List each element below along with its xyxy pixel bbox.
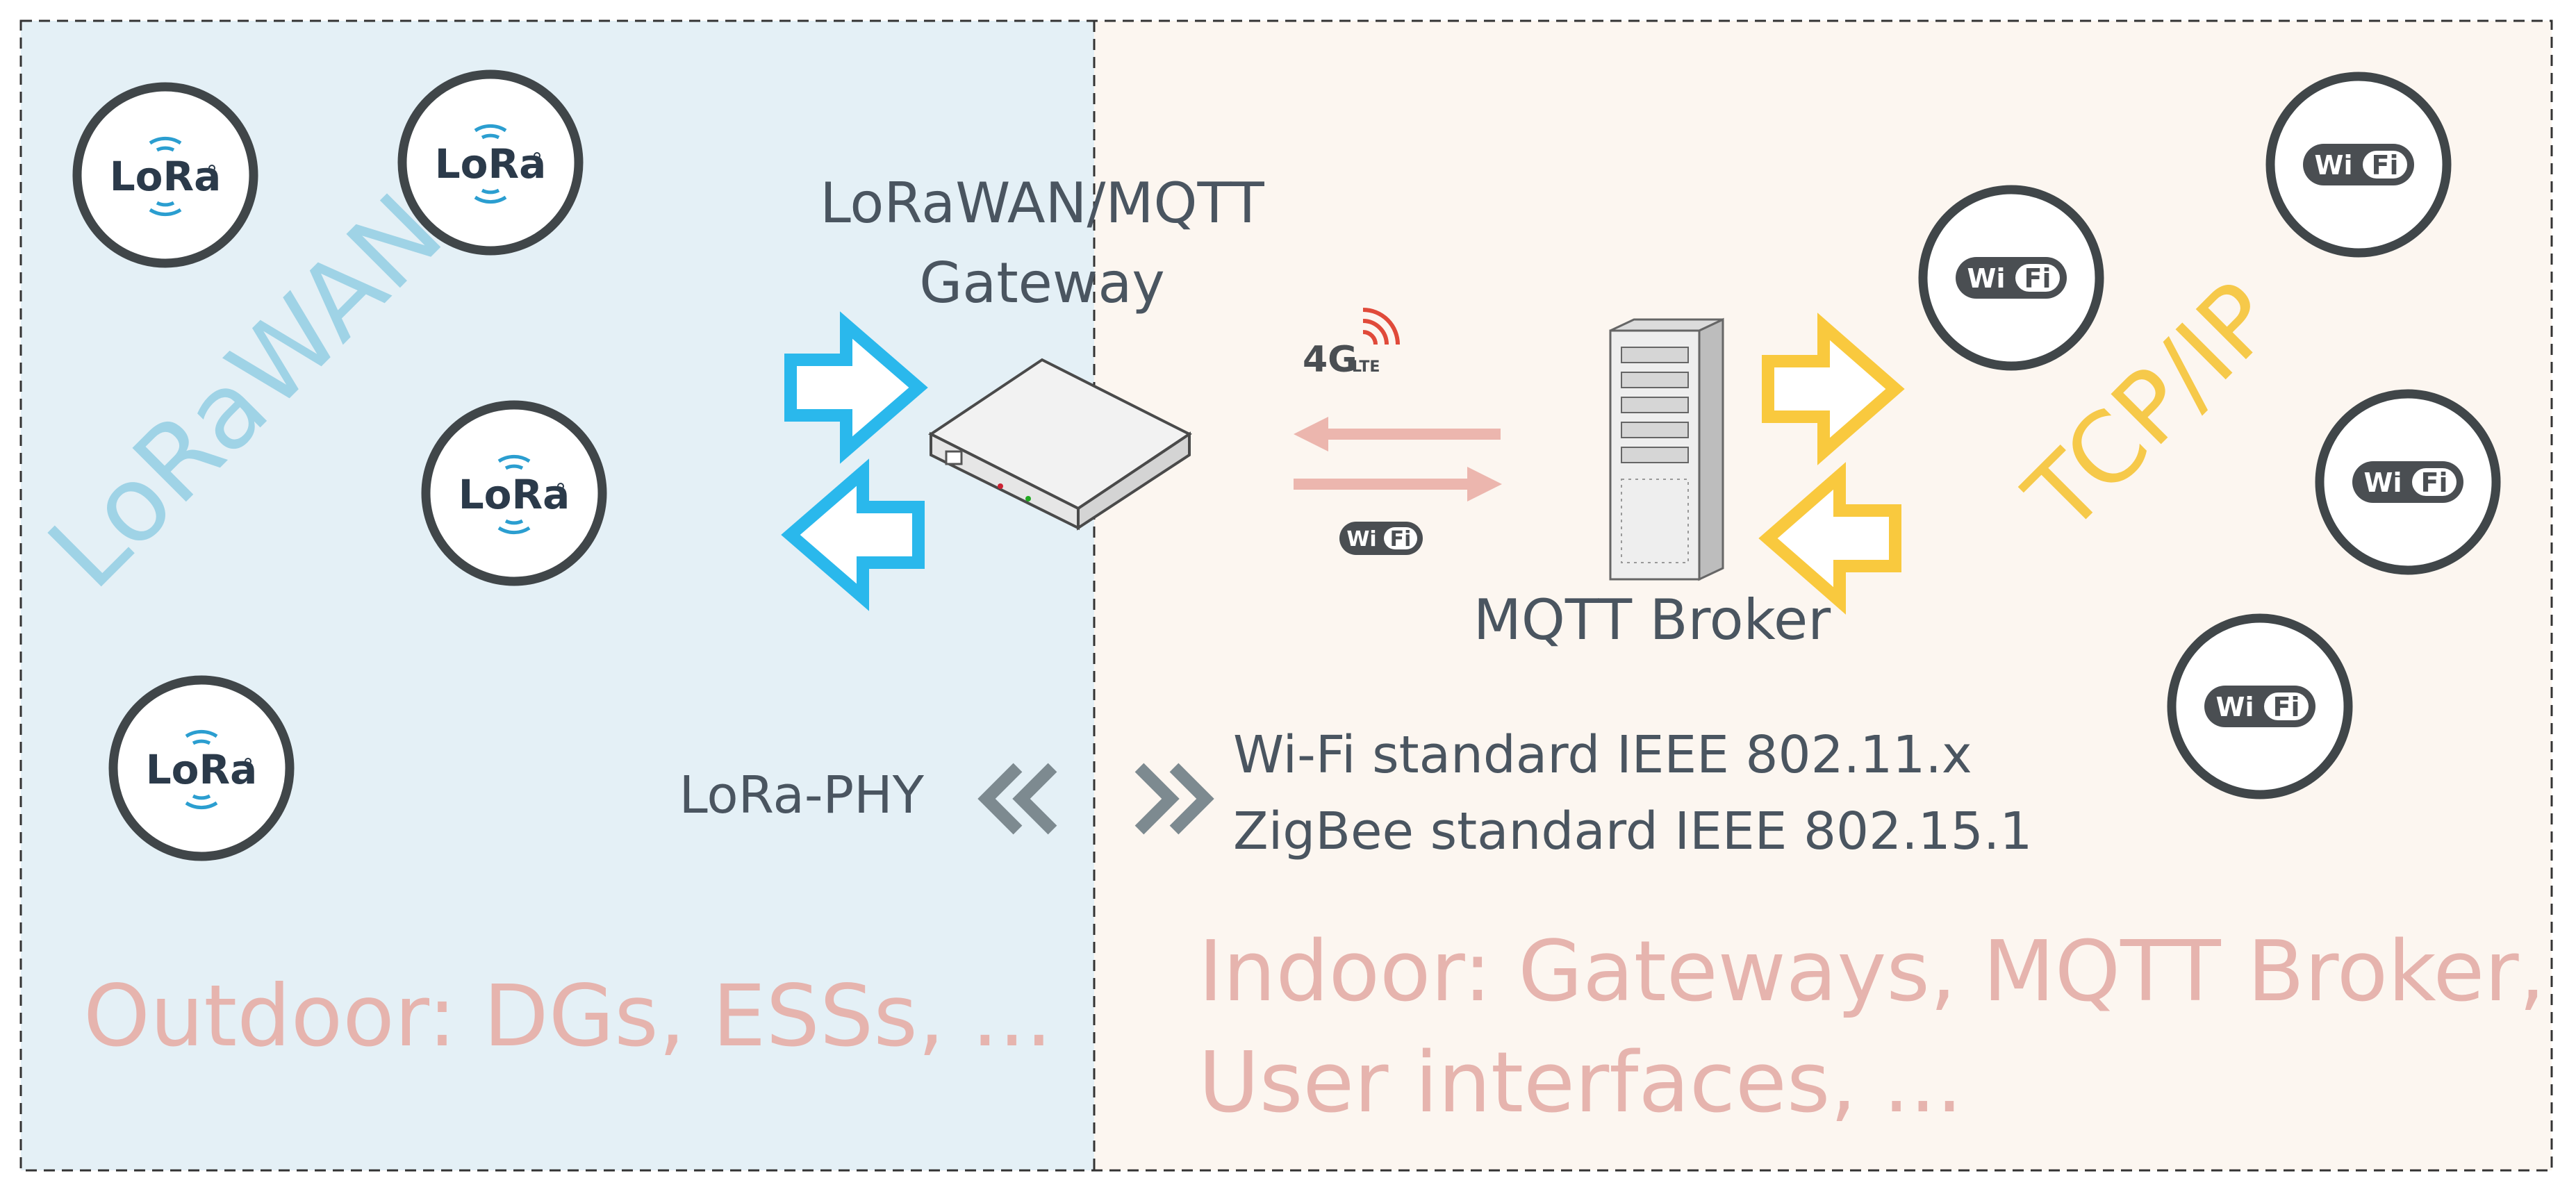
outdoor-label: Outdoor: DGs, ESSs, ... — [83, 967, 1052, 1066]
lte-icon: 4G LTE — [1303, 308, 1400, 381]
chevron-left-icon — [977, 763, 1057, 835]
gateway-label-line1: LoRaWAN/MQTT — [820, 171, 1265, 235]
lora-icon — [77, 87, 254, 263]
wifi-standard-label: Wi-Fi standard IEEE 802.11.x — [1233, 725, 1972, 785]
router-icon — [928, 358, 1192, 531]
lte-badge: 4G — [1303, 339, 1357, 381]
server-icon — [1609, 317, 1724, 581]
wifi-icon — [1923, 190, 2099, 366]
wifi-icon — [2320, 394, 2496, 570]
uplink-arrow — [784, 311, 928, 464]
chevron-right-icon — [1134, 763, 1214, 835]
wifi-icon — [2172, 618, 2348, 795]
broker-in-arrow — [1758, 462, 1901, 615]
gateway-label-line2: Gateway — [919, 251, 1164, 315]
wifi-icon — [1339, 522, 1423, 555]
broker-out-arrow — [1762, 313, 1905, 465]
lte-sub: LTE — [1352, 358, 1380, 376]
lora-icon — [426, 405, 602, 581]
broker-label: MQTT Broker — [1473, 588, 1831, 652]
indoor-label-line2: User interfaces, ... — [1198, 1035, 1963, 1131]
zigbee-standard-label: ZigBee standard IEEE 802.15.1 — [1233, 802, 2032, 861]
lora-phy-label: LoRa-PHY — [679, 765, 924, 825]
indoor-label-line1: Indoor: Gateways, MQTT Broker, — [1198, 924, 2545, 1020]
link-arrows — [1294, 417, 1502, 501]
diagram-border — [19, 19, 2553, 1172]
wifi-icon — [2270, 76, 2447, 253]
lora-icon — [113, 680, 290, 856]
downlink-arrow — [781, 458, 925, 611]
